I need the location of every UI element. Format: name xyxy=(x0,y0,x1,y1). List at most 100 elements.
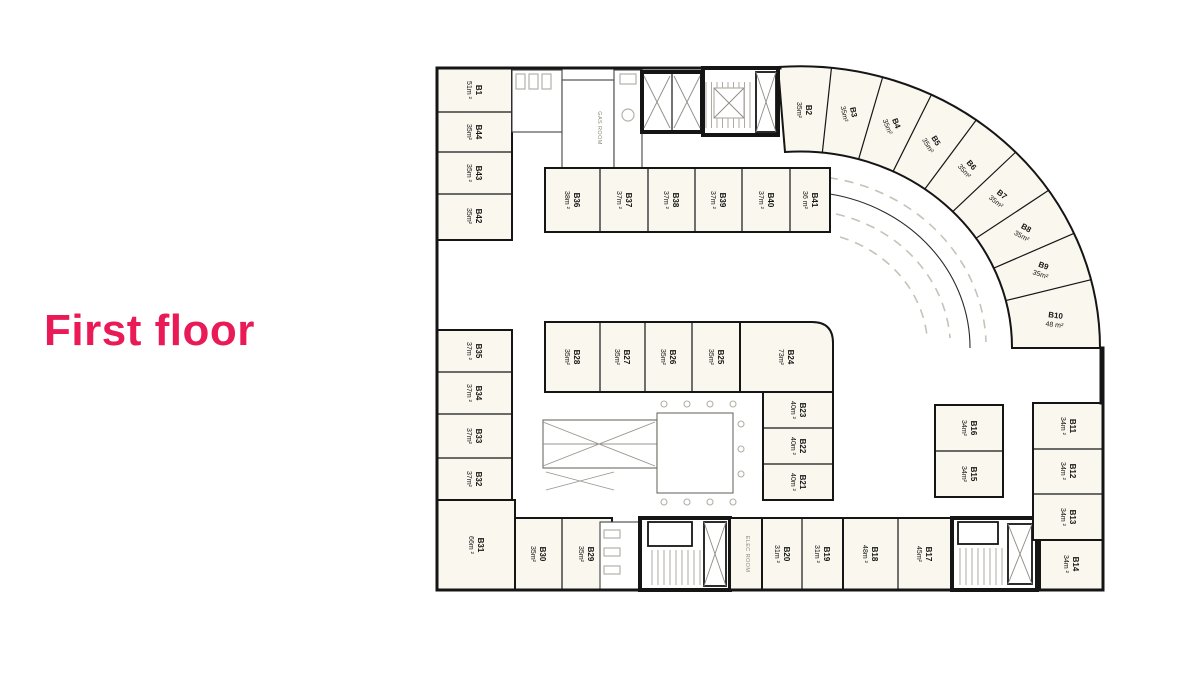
svg-text:B23: B23 xyxy=(798,403,807,418)
stair-treads-bottom xyxy=(651,550,701,585)
svg-text:B44: B44 xyxy=(474,125,483,140)
svg-text:B1: B1 xyxy=(474,85,483,96)
svg-text:B32: B32 xyxy=(474,472,483,487)
svg-text:34m²: 34m² xyxy=(960,466,967,483)
svg-text:B27: B27 xyxy=(622,350,631,365)
block-b21-b23 xyxy=(762,391,834,501)
svg-text:35m²: 35m² xyxy=(707,349,714,366)
svg-text:35m ²: 35m ² xyxy=(465,164,472,183)
curved-room-band xyxy=(776,65,1102,349)
svg-text:B31: B31 xyxy=(476,538,485,553)
svg-text:35m²: 35m² xyxy=(465,124,472,141)
svg-text:51m ²: 51m ² xyxy=(465,81,472,100)
corridor-glazing-arc xyxy=(812,175,987,343)
svg-text:45m²: 45m² xyxy=(915,546,922,563)
svg-text:35m²: 35m² xyxy=(659,349,666,366)
svg-text:37m ²: 37m ² xyxy=(465,342,472,361)
svg-text:B17: B17 xyxy=(924,547,933,562)
svg-text:37m ²: 37m ² xyxy=(615,191,622,210)
svg-text:35m²: 35m² xyxy=(613,349,620,366)
svg-text:B37: B37 xyxy=(624,193,633,208)
svg-text:31m ²: 31m ² xyxy=(813,545,820,564)
middle-top-row-outline xyxy=(544,167,831,233)
toilet-stall-fixture xyxy=(541,73,552,90)
escalator-lines xyxy=(542,421,657,491)
svg-text:37m ²: 37m ² xyxy=(465,384,472,403)
toilet-stall-fixture xyxy=(603,565,621,575)
svg-text:31m ²: 31m ² xyxy=(773,545,780,564)
svg-text:73m²: 73m² xyxy=(777,349,784,366)
svg-text:B26: B26 xyxy=(668,350,677,365)
svg-text:ELEC ROOM: ELEC ROOM xyxy=(744,536,750,573)
svg-text:36 m²: 36 m² xyxy=(801,191,808,210)
middle-top-row-dividers xyxy=(599,168,791,232)
sink-fixture xyxy=(619,73,637,85)
toilet-stall-fixture xyxy=(603,529,621,539)
toilet-stall-fixture xyxy=(603,547,621,557)
svg-text:48m ²: 48m ² xyxy=(861,545,868,564)
svg-text:B42: B42 xyxy=(474,209,483,224)
core-right-cell xyxy=(957,521,999,545)
stair-core-top xyxy=(701,66,780,137)
atrium-columns xyxy=(660,400,745,506)
svg-text:B11: B11 xyxy=(1068,419,1077,434)
svg-text:B4: B4 xyxy=(890,117,902,130)
curved-room-dividers xyxy=(821,67,1092,302)
middle-bottom-row-dividers xyxy=(599,322,693,392)
block-right-columns xyxy=(934,402,1104,541)
gas-room xyxy=(561,79,615,169)
svg-text:34m ²: 34m ² xyxy=(1062,555,1069,574)
svg-text:B20: B20 xyxy=(782,547,791,562)
svg-text:34m²: 34m² xyxy=(960,420,967,437)
svg-text:B38: B38 xyxy=(671,193,680,208)
toilet-stall-fixture xyxy=(515,73,526,90)
svg-text:B2: B2 xyxy=(804,105,813,116)
atrium-glazing-arc-inner xyxy=(839,236,928,337)
stair-core-right xyxy=(950,516,1039,592)
block-left-middle xyxy=(436,329,516,591)
middle-bottom-row-outline xyxy=(544,321,741,393)
svg-text:37m ²: 37m ² xyxy=(757,191,764,210)
svg-text:48 m²: 48 m² xyxy=(1045,321,1064,330)
svg-text:34m ²: 34m ² xyxy=(1059,462,1066,481)
svg-text:38m ²: 38m ² xyxy=(563,191,570,210)
svg-text:40m ²: 40m ² xyxy=(789,401,796,420)
svg-text:B12: B12 xyxy=(1068,464,1077,479)
svg-text:B3: B3 xyxy=(848,106,859,118)
svg-text:B39: B39 xyxy=(718,193,727,208)
svg-text:37m²: 37m² xyxy=(465,471,472,488)
svg-text:35m²: 35m² xyxy=(839,106,849,124)
svg-text:B14: B14 xyxy=(1071,557,1080,572)
svg-text:66m ²: 66m ² xyxy=(467,536,474,555)
atrium-void xyxy=(656,412,734,494)
svg-text:B21: B21 xyxy=(798,475,807,490)
